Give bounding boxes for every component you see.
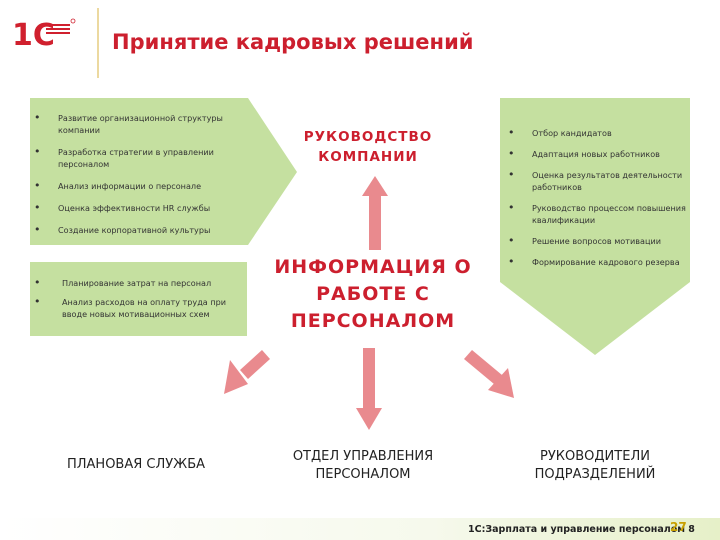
list-item: Разработка стратегии в управлении персон… (34, 146, 244, 170)
arrow-down-head (356, 408, 382, 430)
arrow-right-down-head (488, 368, 514, 398)
arrow-down (363, 348, 375, 410)
arrow-up-head (362, 176, 388, 196)
list-item: Решение вопросов мотивации (508, 235, 693, 247)
unit-hr-department: ОТДЕЛ УПРАВЛЕНИЯ ПЕРСОНАЛОМ (292, 449, 434, 482)
page-number: 27 (670, 520, 687, 534)
unit-planning: ПЛАНОВАЯ СЛУЖБА (66, 457, 206, 472)
list-item: Развитие организационной структуры компа… (34, 112, 244, 136)
list-item: Отбор кандидатов (508, 127, 693, 139)
page-title: Принятие кадровых решений (112, 30, 474, 54)
company-logo: 1С (12, 18, 76, 52)
top-left-bullet-list: Развитие организационной структуры компа… (34, 112, 244, 246)
arrow-up (369, 194, 381, 250)
center-info-label: ИНФОРМАЦИЯ О РАБОТЕ С ПЕРСОНАЛОМ (274, 256, 472, 332)
header-divider (97, 8, 99, 78)
bottom-left-bullet-list: Планирование затрат на персонал Анализ р… (34, 277, 244, 327)
bottom-left-callout-tip (30, 336, 247, 348)
list-item: Адаптация новых работников (508, 148, 693, 160)
list-item: Формирование кадрового резерва (508, 256, 693, 268)
right-arrow-shape (500, 98, 690, 355)
right-bullet-list: Отбор кандидатов Адаптация новых работни… (508, 127, 693, 277)
list-item: Оценка эффективности HR службы (34, 202, 244, 214)
arrow-left-down (240, 350, 270, 379)
arrow-right-down (464, 350, 502, 384)
footer-gradient (0, 518, 720, 540)
arrow-left-down-head (224, 360, 248, 394)
list-item: Анализ информации о персонале (34, 180, 244, 192)
list-item: Создание корпоративной культуры (34, 224, 244, 236)
unit-division-heads: РУКОВОДИТЕЛИ ПОДРАЗДЕЛЕНИЙ (534, 449, 656, 482)
list-item: Планирование затрат на персонал (34, 277, 244, 289)
list-item: Руководство процессом повышения квалифик… (508, 202, 693, 226)
logo-text: 1С (12, 18, 55, 52)
management-label: РУКОВОДСТВО КОМПАНИИ (303, 129, 433, 165)
list-item: Оценка результатов деятельности работник… (508, 169, 693, 193)
list-item: Анализ расходов на оплату труда при ввод… (34, 296, 244, 320)
footer-product-name: 1С:Зарплата и управление персоналом 8 (468, 524, 695, 535)
